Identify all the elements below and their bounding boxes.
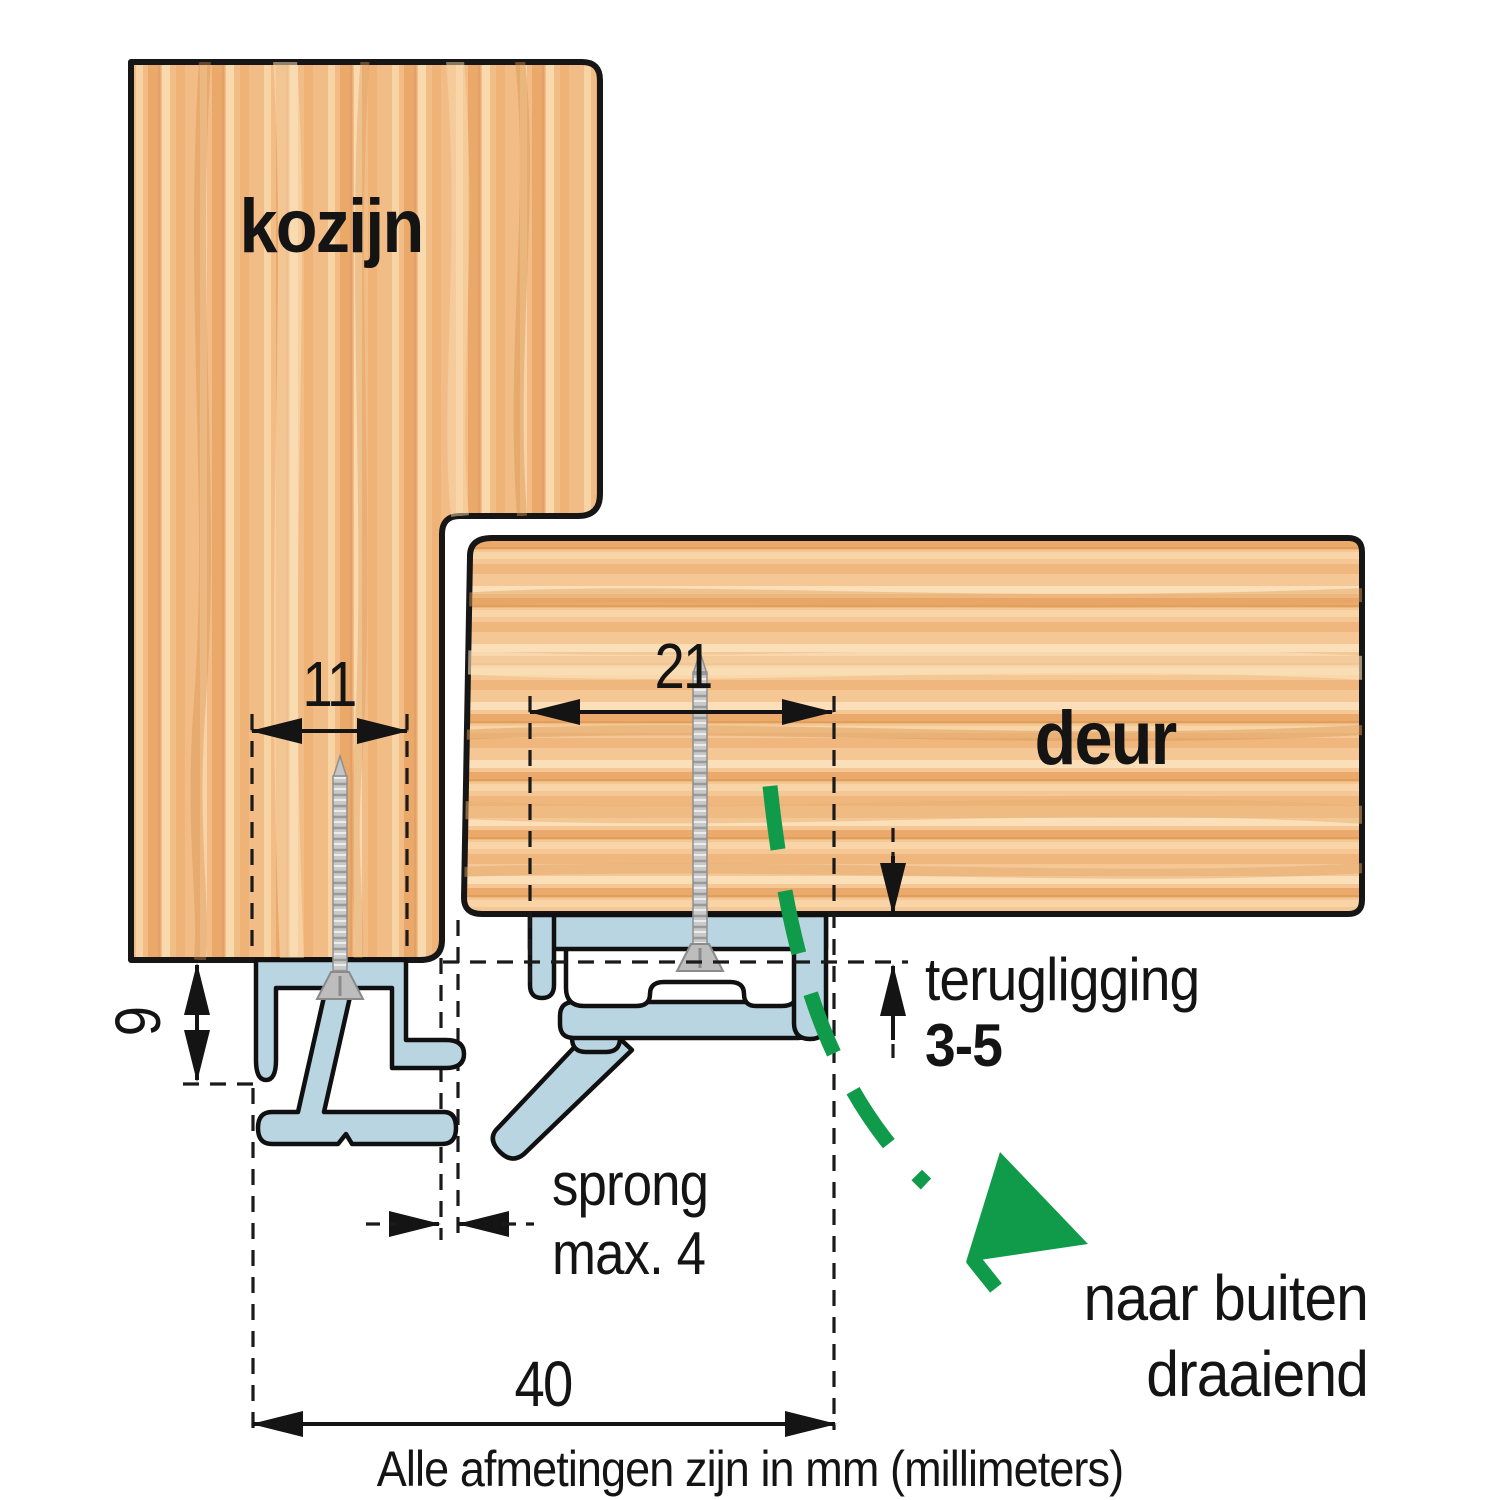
door-grain-streaks: [464, 588, 1362, 879]
door-label: deur: [1035, 697, 1178, 781]
frame-threshold-profile: [253, 957, 467, 1147]
step-value: max. 4: [552, 1220, 705, 1287]
swing-arc-dash: [966, 1253, 1002, 1293]
dimension-door-profile-width: 21: [528, 630, 834, 725]
swing-note-line2: draaiend: [1146, 1339, 1368, 1411]
dim-value-9: 9: [102, 1008, 174, 1037]
frame-grain-streaks: [190, 62, 530, 960]
construction-lines-over: [443, 696, 908, 988]
door-screw: [675, 649, 725, 972]
swing-arrow-icon: [966, 1152, 1088, 1262]
dimension-step: sprong max. 4: [366, 1151, 709, 1287]
dim-value-40: 40: [514, 1348, 571, 1420]
frame-beam: [128, 59, 603, 963]
swing-note-line1: naar buiten: [1084, 1263, 1368, 1335]
dim-value-11: 11: [302, 648, 355, 720]
step-label: sprong: [552, 1151, 708, 1218]
caption: Alle afmetingen zijn in mm (millimeters): [377, 1442, 1123, 1498]
setback-label: terugligging: [925, 947, 1199, 1014]
frame-screw: [315, 753, 365, 1000]
door-swing-indicator: [762, 785, 1088, 1293]
dimension-total-depth: 40: [251, 1348, 837, 1437]
dimension-setback: terugligging 3-5: [880, 828, 1200, 1080]
frame-label: kozijn: [240, 185, 423, 269]
swing-arc: [762, 785, 932, 1190]
dimension-frame-profile-height: 9: [102, 963, 210, 1082]
dim-value-21: 21: [654, 630, 711, 702]
door-beam: [461, 535, 1365, 917]
construction-lines-under: [183, 696, 836, 1430]
dimension-frame-profile-width: 11: [250, 648, 409, 744]
setback-value: 3-5: [925, 1013, 1002, 1080]
door-threshold-profile: [490, 912, 829, 1161]
